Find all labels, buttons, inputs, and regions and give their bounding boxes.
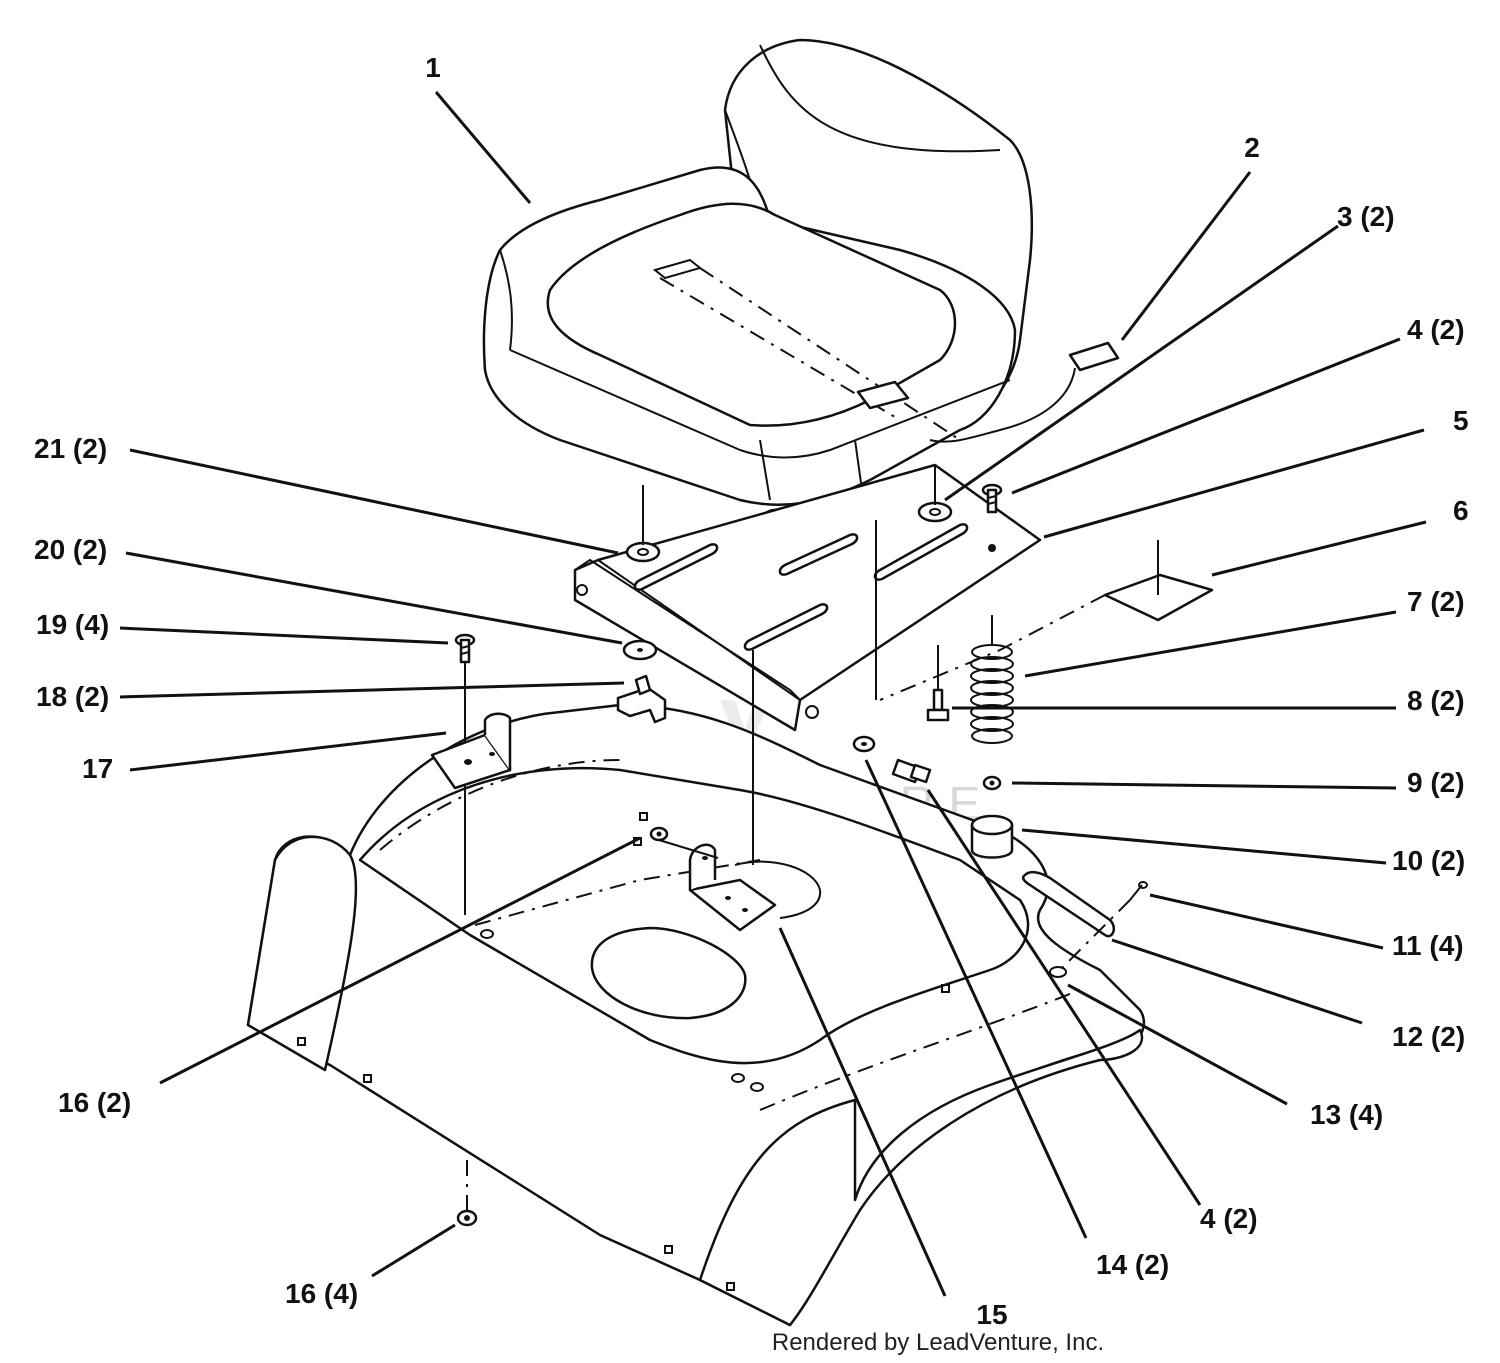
bracket-icon xyxy=(430,712,512,790)
callout-4-bottom: 4 (2) xyxy=(1200,1203,1258,1234)
callout-19: 19 (4) xyxy=(36,609,109,640)
callout-10: 10 (2) xyxy=(1392,845,1465,876)
fender-body xyxy=(246,703,1146,1327)
callout-3: 3 (2) xyxy=(1337,201,1395,232)
nut-icon xyxy=(649,826,719,859)
hardware xyxy=(430,483,1148,1227)
nut-icon xyxy=(456,1160,478,1227)
access-panel xyxy=(590,926,747,1020)
bolt-icon xyxy=(891,758,932,784)
callout-17: 17 xyxy=(82,753,113,784)
callout-5: 5 xyxy=(1453,405,1469,436)
callout-13: 13 (4) xyxy=(1310,1099,1383,1130)
decal-plate xyxy=(879,540,1214,701)
bumper-icon xyxy=(616,674,667,724)
callout-20: 20 (2) xyxy=(34,534,107,565)
seat xyxy=(482,38,1120,524)
callout-4-top: 4 (2) xyxy=(1407,314,1465,345)
bolt-icon xyxy=(926,645,950,722)
callout-16-bottom: 16 (4) xyxy=(285,1278,358,1309)
callout-7: 7 (2) xyxy=(1407,586,1465,617)
rendered-by-footer: Rendered by LeadVenture, Inc. xyxy=(772,1329,1104,1356)
spring-icon xyxy=(970,615,1014,744)
carriage-bolt-icon xyxy=(454,633,476,915)
callout-labels: 1 2 3 (2) 4 (2) 5 6 7 (2) 8 (2) 9 (2) 10… xyxy=(34,52,1469,1330)
callout-18: 18 (2) xyxy=(36,681,109,712)
nut-icon xyxy=(982,775,1002,791)
cylinder-bumper-icon xyxy=(970,814,1014,859)
callout-12: 12 (2) xyxy=(1392,1021,1465,1052)
seat-mounting-plate xyxy=(573,463,1042,865)
screw-icon xyxy=(1059,881,1148,971)
callout-1: 1 xyxy=(425,52,441,83)
callout-16-left: 16 (2) xyxy=(58,1087,131,1118)
washer-icon xyxy=(852,735,876,753)
hinge-plate-icon xyxy=(1021,870,1116,938)
callout-15: 15 xyxy=(976,1299,1007,1330)
callout-9: 9 (2) xyxy=(1407,767,1465,798)
callout-14: 14 (2) xyxy=(1096,1249,1169,1280)
callout-2: 2 xyxy=(1244,132,1260,163)
leader-lines xyxy=(119,91,1427,1297)
bolt-icon xyxy=(981,483,1003,514)
callout-21: 21 (2) xyxy=(34,433,107,464)
callout-6: 6 xyxy=(1453,495,1469,526)
callout-8: 8 (2) xyxy=(1407,685,1465,716)
callout-11: 11 (4) xyxy=(1392,930,1464,961)
